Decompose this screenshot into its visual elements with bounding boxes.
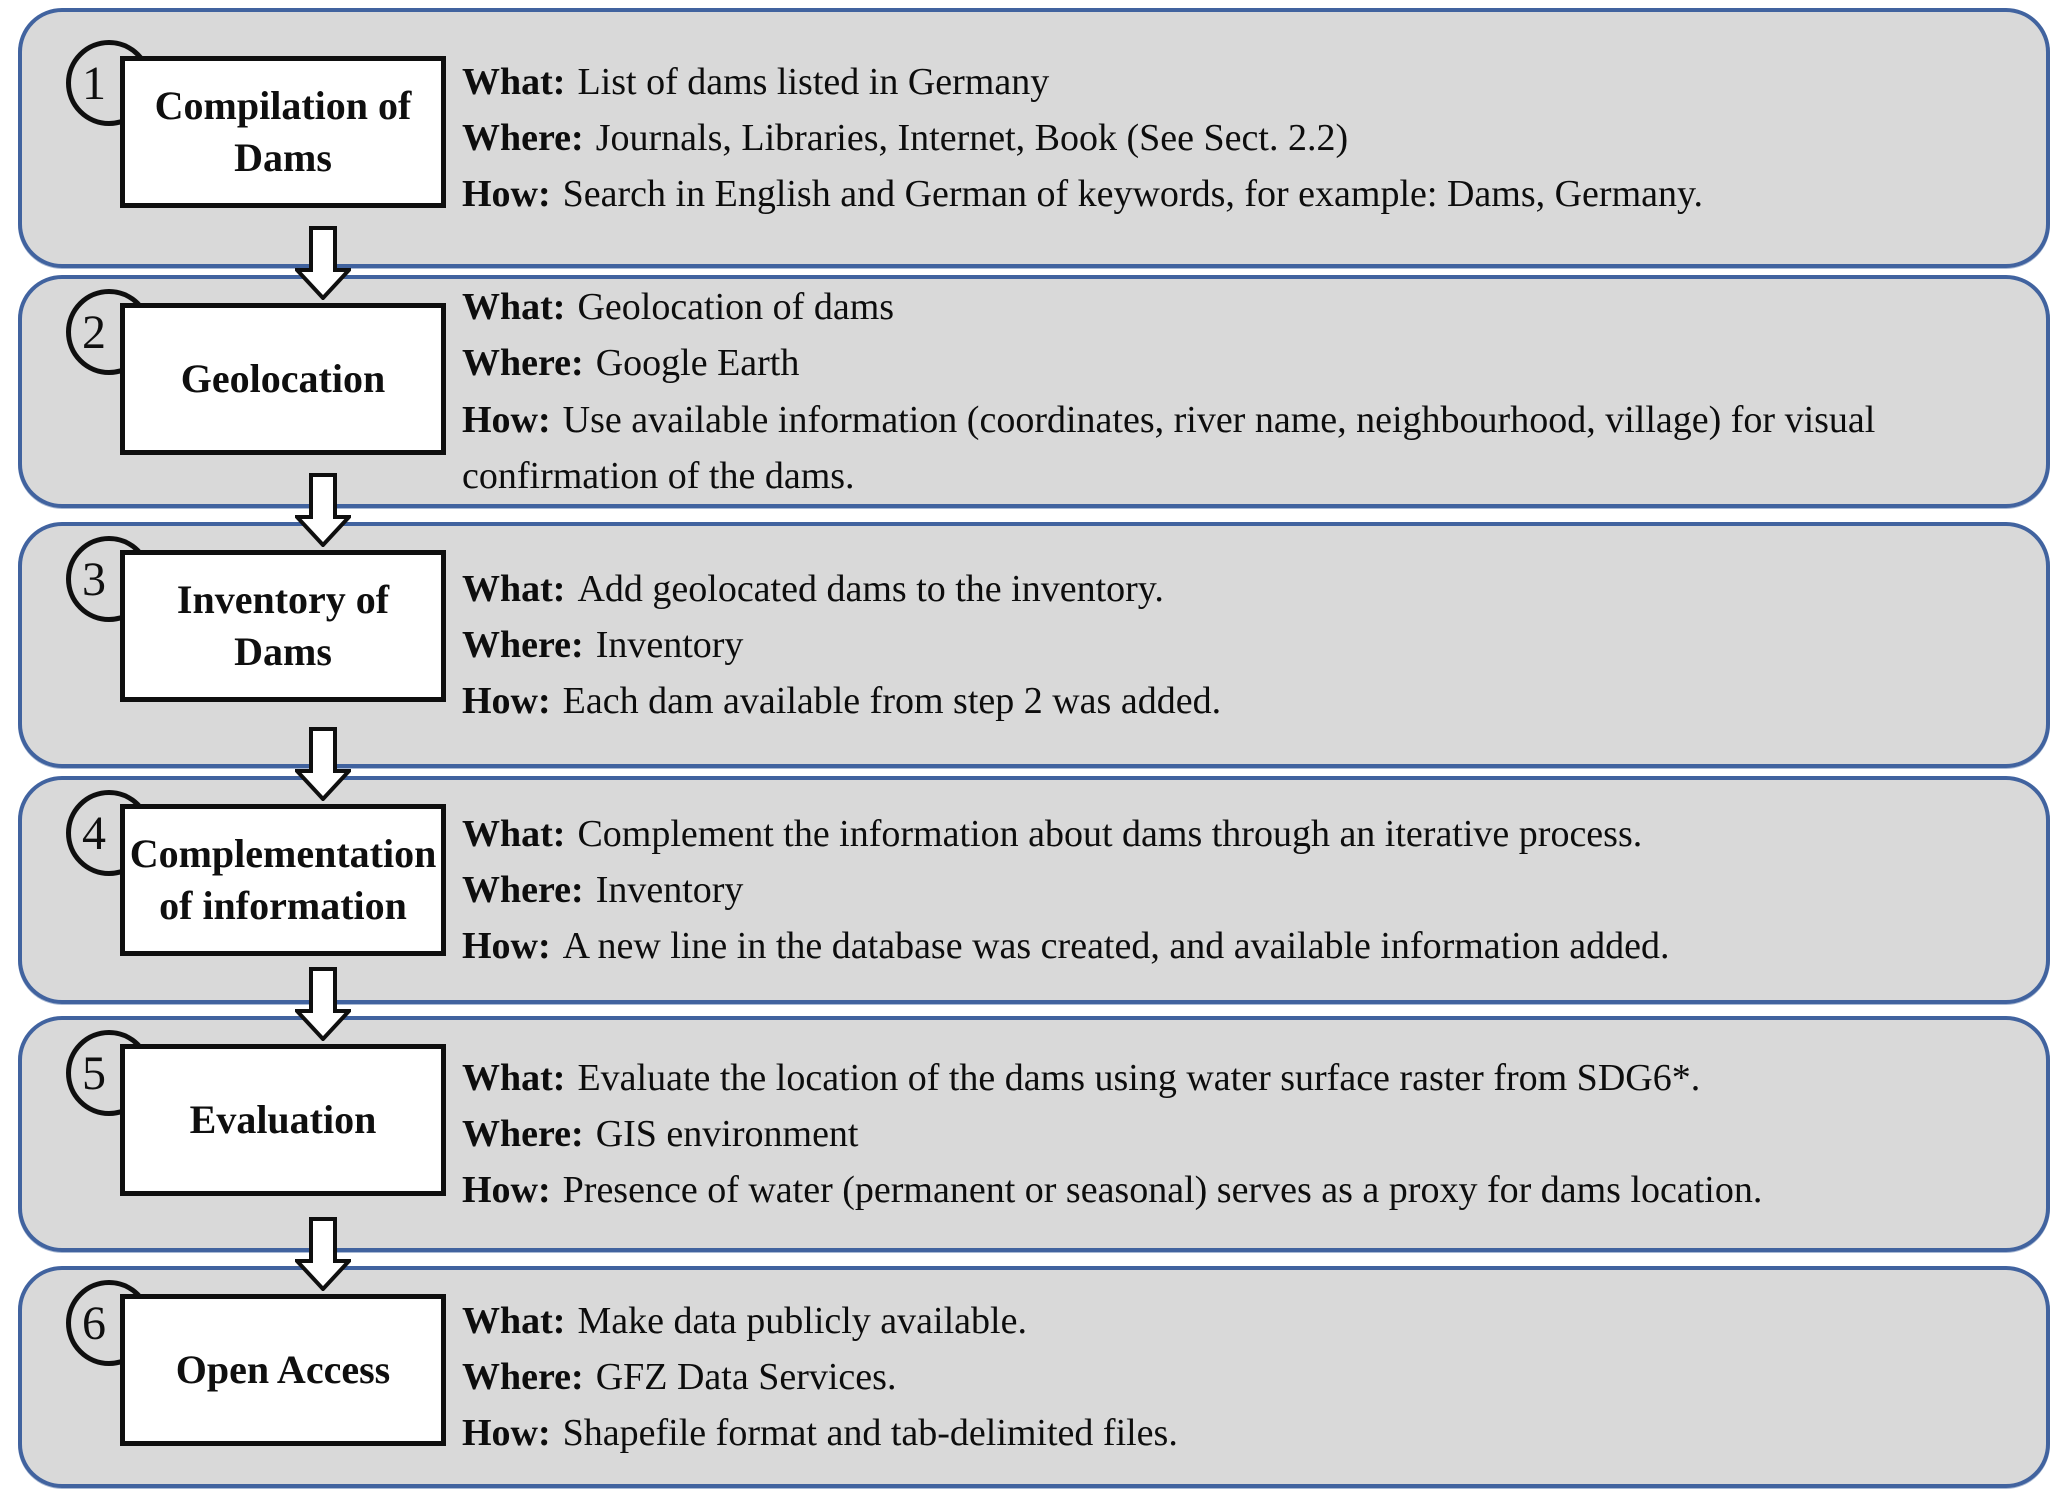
step-detail-line: Where: Inventory bbox=[462, 617, 2020, 673]
step-detail-line: What: List of dams listed in Germany bbox=[462, 54, 2020, 110]
step-panel: 5 Evaluation What: Evaluate the location … bbox=[18, 1016, 2050, 1252]
step-number: 4 bbox=[82, 806, 106, 860]
detail-label: Where: bbox=[462, 342, 584, 385]
detail-label: What: bbox=[462, 1056, 566, 1099]
step-title: Inventory of Dams bbox=[176, 577, 390, 674]
detail-text: Complement the information about dams th… bbox=[577, 812, 1643, 855]
step-detail-line: How: A new line in the database was creat… bbox=[462, 918, 2020, 974]
step-detail-line: How: Shapefile format and tab-delimited f… bbox=[462, 1405, 2020, 1461]
detail-text: GIS environment bbox=[595, 1112, 859, 1155]
step-title-box: Complementation of information bbox=[120, 804, 446, 956]
detail-label: How: bbox=[462, 1412, 551, 1455]
detail-text: Journals, Libraries, Internet, Book (See… bbox=[595, 116, 1349, 159]
detail-text: Inventory bbox=[595, 868, 744, 911]
step-detail-line: Where: Google Earth bbox=[462, 335, 2020, 391]
detail-label: What: bbox=[462, 60, 566, 103]
step-number: 2 bbox=[82, 305, 106, 359]
step-number-badge: 1 bbox=[66, 40, 152, 126]
step-detail-line: What: Add geolocated dams to the inventor… bbox=[462, 561, 2020, 617]
step-title: Evaluation bbox=[189, 1097, 377, 1142]
step-detail-line: Where: Journals, Libraries, Internet, Boo… bbox=[462, 110, 2020, 166]
detail-label: What: bbox=[462, 286, 566, 329]
detail-label: What: bbox=[462, 1299, 566, 1342]
down-arrow-icon bbox=[295, 727, 351, 801]
step-detail-line: What: Geolocation of dams bbox=[462, 279, 2020, 335]
detail-label: Where: bbox=[462, 1355, 584, 1398]
detail-text: List of dams listed in Germany bbox=[577, 60, 1050, 103]
step-detail-line: What: Make data publicly available. bbox=[462, 1293, 2020, 1349]
detail-label: Where: bbox=[462, 116, 584, 159]
detail-text: Add geolocated dams to the inventory. bbox=[577, 567, 1164, 610]
detail-text: Shapefile format and tab-delimited files… bbox=[562, 1412, 1178, 1455]
detail-label: How: bbox=[462, 173, 551, 216]
step-title-box: Evaluation bbox=[120, 1044, 446, 1196]
detail-label: How: bbox=[462, 925, 551, 968]
step-title-box: Inventory of Dams bbox=[120, 550, 446, 702]
detail-text: Google Earth bbox=[595, 342, 800, 385]
step-number: 1 bbox=[82, 56, 106, 110]
detail-label: Where: bbox=[462, 623, 584, 666]
step-detail-line: How: Search in English and German of keyw… bbox=[462, 166, 2020, 222]
detail-label: What: bbox=[462, 812, 566, 855]
step-panel: 1 Compilation of Dams What: List of dams … bbox=[18, 8, 2050, 268]
step-title: Compilation of Dams bbox=[154, 83, 412, 180]
detail-label: Where: bbox=[462, 1112, 584, 1155]
step-details: What: List of dams listed in Germany Wher… bbox=[462, 12, 2020, 264]
step-panel: 3 Inventory of Dams What: Add geolocated … bbox=[18, 522, 2050, 768]
detail-text: Use available information (coordinates, … bbox=[462, 398, 1876, 497]
detail-label: How: bbox=[462, 680, 551, 723]
step-details: What: Evaluate the location of the dams u… bbox=[462, 1020, 2020, 1248]
step-details: What: Geolocation of dams Where: Google Ea… bbox=[462, 279, 2020, 504]
down-arrow-icon bbox=[295, 473, 351, 547]
detail-label: Where: bbox=[462, 868, 584, 911]
step-details: What: Make data publicly available. Where… bbox=[462, 1270, 2020, 1484]
step-detail-line: What: Complement the information about da… bbox=[462, 806, 2020, 862]
step-number: 3 bbox=[82, 552, 106, 606]
step-number: 5 bbox=[82, 1046, 106, 1100]
detail-text: Geolocation of dams bbox=[577, 286, 895, 329]
step-details: What: Add geolocated dams to the inventor… bbox=[462, 526, 2020, 764]
step-title-box: Compilation of Dams bbox=[120, 56, 446, 208]
step-title-box: Geolocation bbox=[120, 303, 446, 455]
step-title: Complementation of information bbox=[129, 831, 437, 928]
detail-text: Make data publicly available. bbox=[577, 1299, 1027, 1342]
step-number: 6 bbox=[82, 1296, 106, 1350]
down-arrow-icon bbox=[295, 226, 351, 300]
down-arrow-icon bbox=[295, 967, 351, 1041]
step-title-box: Open Access bbox=[120, 1294, 446, 1446]
step-detail-line: How: Each dam available from step 2 was a… bbox=[462, 673, 2020, 729]
detail-text: Inventory bbox=[595, 623, 744, 666]
step-title: Open Access bbox=[175, 1347, 391, 1392]
detail-text: Presence of water (permanent or seasonal… bbox=[562, 1169, 1763, 1212]
detail-text: Each dam available from step 2 was added… bbox=[562, 680, 1222, 723]
detail-label: How: bbox=[462, 1169, 551, 1212]
step-detail-line: How: Presence of water (permanent or seas… bbox=[462, 1162, 2020, 1218]
detail-text: Evaluate the location of the dams using … bbox=[577, 1056, 1701, 1099]
step-detail-line: What: Evaluate the location of the dams u… bbox=[462, 1050, 2020, 1106]
detail-text: GFZ Data Services. bbox=[595, 1355, 897, 1398]
step-details: What: Complement the information about da… bbox=[462, 780, 2020, 1000]
step-panel: 4 Complementation of information What: Co… bbox=[18, 776, 2050, 1004]
detail-text: A new line in the database was created, … bbox=[562, 925, 1670, 968]
step-title: Geolocation bbox=[180, 356, 386, 401]
detail-label: What: bbox=[462, 567, 566, 610]
step-panel: 6 Open Access What: Make data publicly av… bbox=[18, 1266, 2050, 1488]
down-arrow-icon bbox=[295, 1217, 351, 1291]
step-detail-line: Where: Inventory bbox=[462, 862, 2020, 918]
detail-text: Search in English and German of keywords… bbox=[562, 173, 1704, 216]
step-detail-line: How:Use available information (coordinat… bbox=[462, 392, 2020, 504]
detail-label: How: bbox=[462, 398, 551, 441]
step-detail-line: Where: GIS environment bbox=[462, 1106, 2020, 1162]
step-detail-line: Where: GFZ Data Services. bbox=[462, 1349, 2020, 1405]
step-panel: 2 Geolocation What: Geolocation of dams W… bbox=[18, 275, 2050, 508]
